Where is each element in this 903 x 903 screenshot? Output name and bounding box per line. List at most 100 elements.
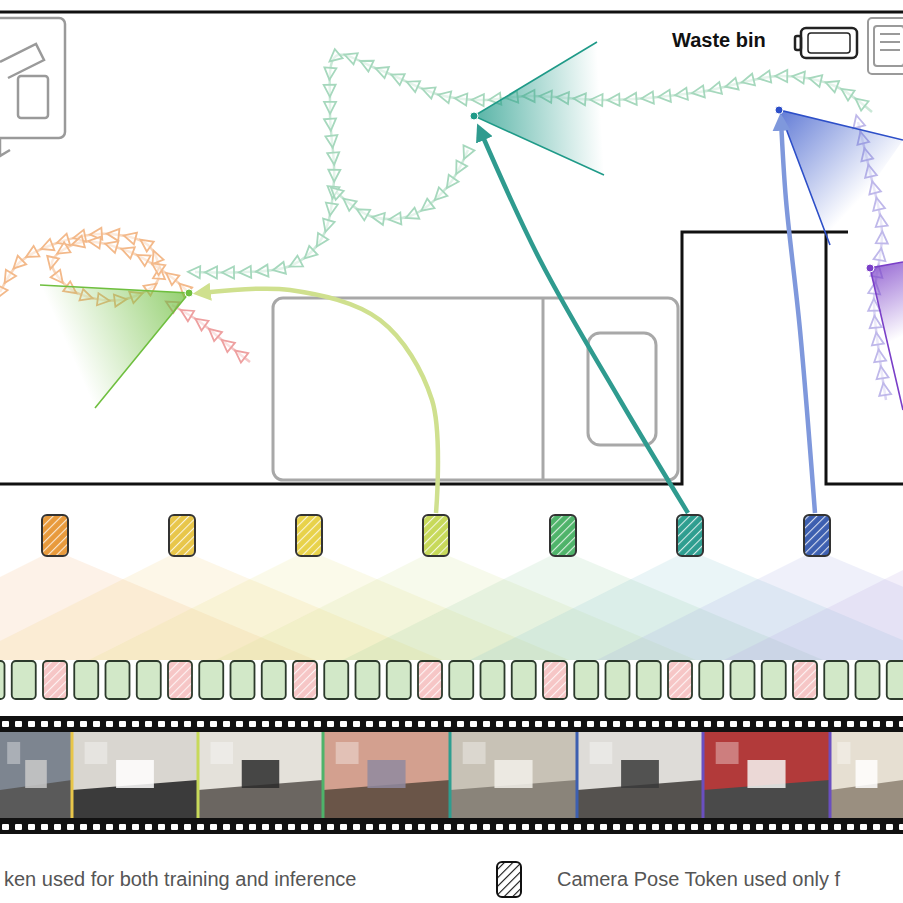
- trajectory-marker: [0, 285, 8, 301]
- fan-wedge: [724, 556, 903, 660]
- token-outline: [762, 661, 786, 699]
- pose-token: [550, 515, 576, 556]
- trajectory-marker: [624, 93, 637, 106]
- trajectory-marker: [106, 228, 119, 241]
- waste-bin-icon: [795, 28, 857, 58]
- object-label: Waste bin: [672, 29, 766, 52]
- trajectory-marker: [119, 243, 135, 259]
- trajectory-marker: [873, 349, 886, 362]
- trajectory-marker: [724, 78, 739, 93]
- legend-text: ken used for both training and inference: [4, 868, 356, 891]
- frame-token: [887, 661, 903, 699]
- trajectory-marker: [389, 69, 405, 85]
- token-outline: [668, 661, 692, 699]
- frame-token: [137, 661, 161, 699]
- camera-center: [866, 264, 874, 272]
- pose-token: [296, 515, 322, 556]
- trajectory-marker: [324, 118, 337, 131]
- trajectory-marker: [388, 212, 401, 225]
- trajectory-marker: [877, 382, 891, 396]
- pose-arrow: [200, 289, 438, 513]
- trajectory-marker: [218, 335, 235, 352]
- token-outline: [637, 661, 661, 699]
- trajectory-marker: [342, 49, 357, 64]
- token-outline: [449, 661, 473, 699]
- token-outline: [418, 661, 442, 699]
- camera-center: [185, 289, 193, 297]
- frustum-fill: [870, 262, 903, 410]
- trajectory-marker: [404, 208, 420, 224]
- token-outline: [106, 661, 130, 699]
- trajectory-marker: [103, 238, 118, 253]
- attention-fan: [0, 556, 903, 660]
- token-outline: [887, 661, 903, 699]
- trajectory-marker: [418, 199, 435, 216]
- trajectory-marker: [192, 314, 209, 331]
- token-outline: [574, 661, 598, 699]
- token-outline: [199, 661, 223, 699]
- frame-token: [74, 661, 98, 699]
- pose-token-hatch: [550, 515, 576, 556]
- trajectory-marker: [255, 265, 268, 278]
- video-frame: [323, 732, 450, 818]
- frustum-ray: [779, 110, 903, 245]
- token-outline: [606, 661, 630, 699]
- token-outline: [387, 661, 411, 699]
- trajectory-marker: [874, 247, 888, 261]
- trajectory-marker: [708, 82, 722, 96]
- trajectory-marker: [641, 92, 654, 105]
- pose-arrow: [781, 120, 815, 513]
- pose-token-hatch: [296, 515, 322, 556]
- trajectory-marker: [404, 76, 420, 92]
- token-outline: [137, 661, 161, 699]
- frame-token: [731, 661, 755, 699]
- token-outline: [793, 661, 817, 699]
- token-outline: [731, 661, 755, 699]
- pose-token: [169, 515, 195, 556]
- token-outline: [324, 661, 348, 699]
- trajectory-marker: [9, 256, 26, 273]
- trajectory-marker: [792, 70, 805, 83]
- frame-token: [699, 661, 723, 699]
- trajectory-marker: [205, 266, 217, 278]
- frame-token: [387, 661, 411, 699]
- video-frame: [450, 732, 577, 818]
- frame-token: [824, 661, 848, 699]
- pose-token: [677, 515, 703, 556]
- pose-token-hatch: [423, 515, 449, 556]
- video-frame: [198, 732, 323, 818]
- trajectory-marker: [442, 175, 459, 192]
- trajectory-marker: [231, 346, 248, 363]
- trajectory-marker: [326, 49, 343, 66]
- frame-token: [262, 661, 286, 699]
- trajectory-marker: [178, 305, 194, 321]
- frame-token: [199, 661, 223, 699]
- frame-token: [481, 661, 505, 699]
- trajectory-marker: [852, 94, 869, 111]
- pose-slot-token: [293, 661, 317, 699]
- trajectory-marker: [808, 72, 822, 86]
- trajectory-marker: [300, 246, 317, 263]
- frame-token: [512, 661, 536, 699]
- trajectory-marker: [876, 231, 888, 243]
- frustum-fill: [779, 110, 903, 245]
- trajectory-marker: [320, 219, 335, 234]
- pose-token: [42, 515, 68, 556]
- trajectory-marker: [607, 94, 619, 106]
- sink-icon: [868, 18, 903, 74]
- pose-slot-token: [793, 661, 817, 699]
- trajectory-marker: [430, 187, 447, 204]
- video-frame: [830, 732, 903, 818]
- frame-token: [106, 661, 130, 699]
- trajectory-marker: [758, 71, 772, 85]
- frustum-fill: [40, 285, 189, 408]
- trajectory-marker: [875, 365, 889, 379]
- video-frame: [703, 732, 830, 818]
- trajectory-marker: [459, 145, 475, 161]
- trajectory-path: [172, 305, 250, 362]
- frame-token: [856, 661, 880, 699]
- camera-center: [775, 106, 783, 114]
- token-outline: [168, 661, 192, 699]
- token-outline: [43, 661, 67, 699]
